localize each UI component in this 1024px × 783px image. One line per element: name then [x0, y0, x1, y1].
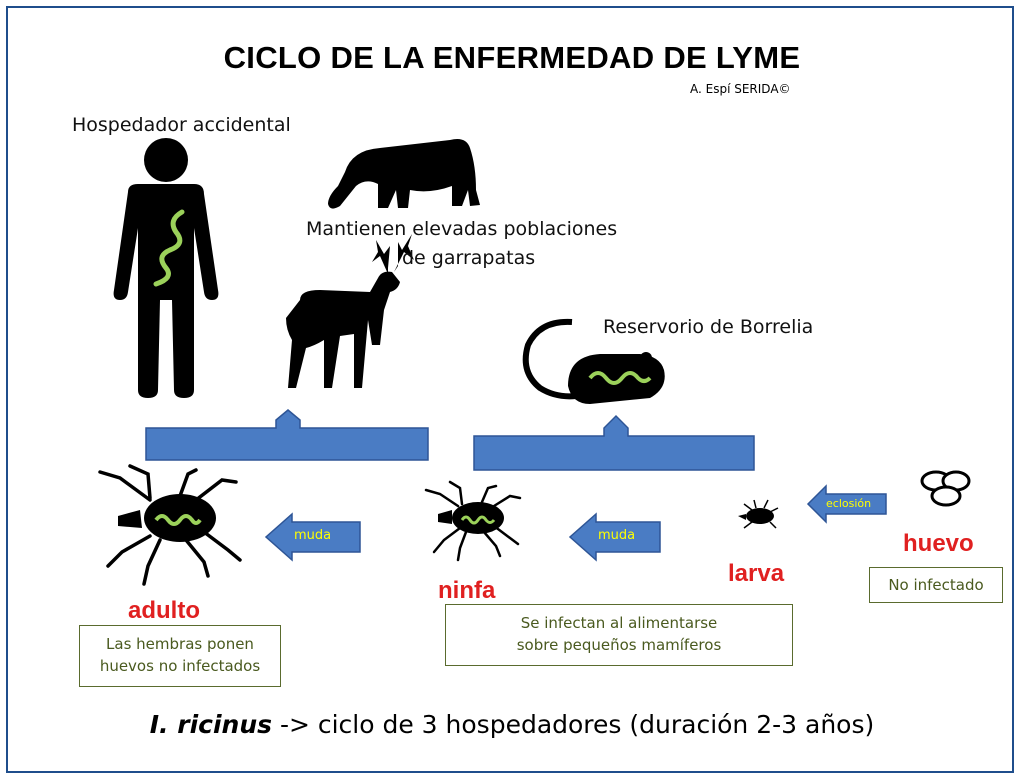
- molt-arrow-nymph-label: muda: [598, 528, 636, 543]
- stage-larva-label: larva: [728, 560, 785, 587]
- reservoir-label: Reservorio de Borrelia: [603, 316, 814, 338]
- molt-arrow-adult: [264, 512, 361, 562]
- populations-label-line2: de garrapatas: [402, 247, 536, 269]
- footer-caption: I. ricinus -> ciclo de 3 hospedadores (d…: [0, 710, 1024, 739]
- stage-egg-label: huevo: [903, 530, 974, 557]
- adult-note-line1: Las hembras ponen: [106, 635, 254, 653]
- borrelia-in-adult: [154, 514, 202, 526]
- footer-text: -> ciclo de 3 hospedadores (duración 2-3…: [272, 710, 875, 739]
- nymph-note-line1: Se infectan al alimentarse: [520, 614, 718, 632]
- footer-species: I. ricinus: [149, 710, 272, 739]
- hatch-arrow: [806, 484, 887, 524]
- borrelia-in-nymph: [460, 515, 496, 525]
- mouse-icon: [522, 318, 665, 404]
- nymph-note-line2: sobre pequeños mamíferos: [516, 636, 722, 654]
- larva-tick-icon: [738, 499, 779, 529]
- adult-tick-icon: [98, 464, 242, 586]
- adult-note-box: Las hembras ponen huevos no infectados: [79, 625, 281, 687]
- egg-note-text: No infectado: [888, 576, 984, 594]
- nymph-note-box: Se infectan al alimentarse sobre pequeño…: [445, 604, 793, 666]
- accidental-host-label: Hospedador accidental: [72, 114, 291, 136]
- eggs-icon: [920, 470, 971, 507]
- molt-arrow-nymph: [568, 512, 661, 562]
- stage-adult-label: adulto: [128, 597, 200, 624]
- page-title: CICLO DE LA ENFERMEDAD DE LYME: [223, 40, 801, 75]
- egg-note-box: No infectado: [869, 567, 1003, 603]
- borrelia-in-mouse: [588, 371, 652, 385]
- molt-arrow-adult-label: muda: [294, 528, 332, 543]
- stage-nymph-label: ninfa: [438, 577, 496, 604]
- adult-note-line2: huevos no infectados: [99, 657, 261, 675]
- deer-icon: [286, 234, 414, 388]
- up-arrow-left: [145, 409, 429, 461]
- human-icon: [113, 138, 219, 398]
- populations-label-line1: Mantienen elevadas poblaciones: [306, 218, 618, 240]
- borrelia-in-human: [153, 209, 185, 287]
- cow-icon: [328, 139, 480, 209]
- credit-text: A. Espí SERIDA©: [690, 82, 791, 96]
- nymph-tick-icon: [424, 480, 522, 562]
- up-arrow-right: [473, 414, 755, 471]
- hatch-arrow-label: eclosión: [826, 497, 872, 510]
